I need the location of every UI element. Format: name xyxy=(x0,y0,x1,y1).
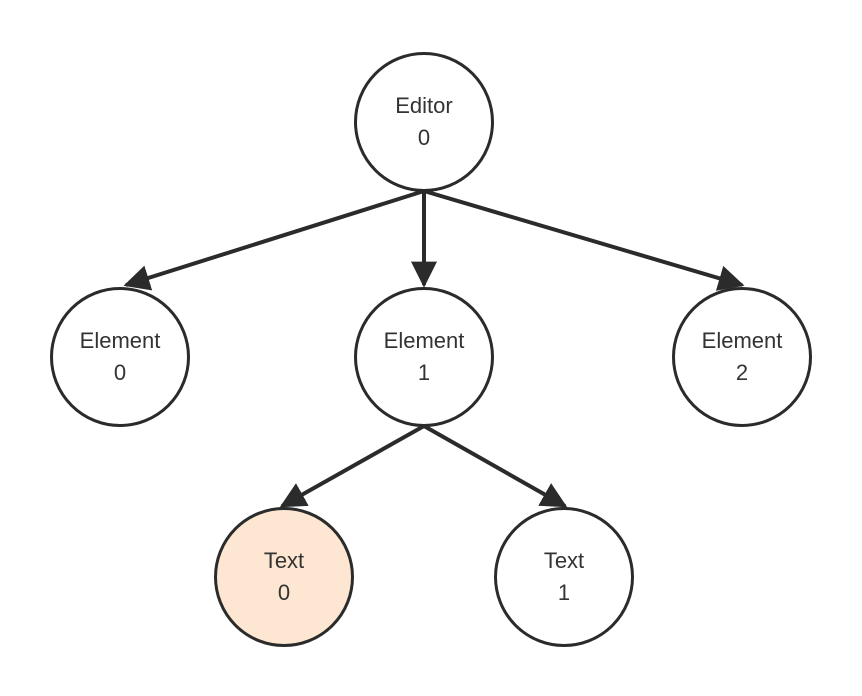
node-element-0: Element 0 xyxy=(50,287,190,427)
node-label: Element xyxy=(79,328,161,353)
node-index: 0 xyxy=(417,125,431,150)
node-editor-0: Editor 0 xyxy=(354,52,494,192)
node-element-2: Element 2 xyxy=(672,287,812,427)
node-index: 1 xyxy=(417,360,431,385)
edge-element-1-to-text-0 xyxy=(279,424,425,508)
node-label: Element xyxy=(701,328,783,353)
node-index: 1 xyxy=(557,580,571,605)
node-label: Element xyxy=(383,328,465,353)
node-label: Editor xyxy=(395,93,453,118)
node-element-1: Element 1 xyxy=(354,287,494,427)
node-index: 0 xyxy=(277,580,291,605)
edge-element-1-to-text-1 xyxy=(423,424,568,508)
node-index: 0 xyxy=(113,360,127,385)
node-label: Text xyxy=(543,548,585,573)
node-text-1: Text 1 xyxy=(494,507,634,647)
edge-editor-to-element-2 xyxy=(423,189,745,291)
node-text-0-highlighted: Text 0 xyxy=(214,507,354,647)
node-index: 2 xyxy=(735,360,749,385)
edge-editor-to-element-0 xyxy=(123,189,425,291)
node-label: Text xyxy=(263,548,305,573)
